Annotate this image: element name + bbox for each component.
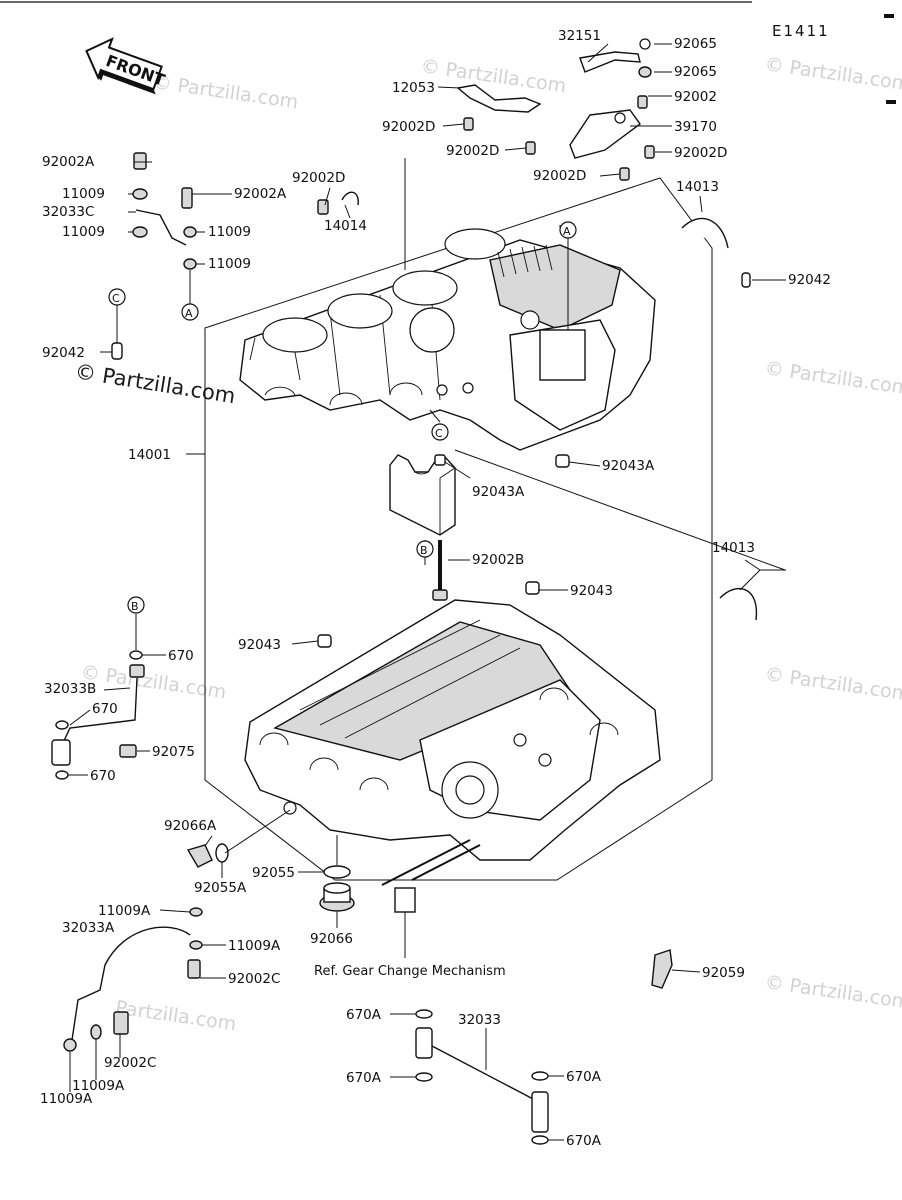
part-label: 670A [566,1069,602,1085]
part-label: 92002D [292,170,345,186]
part-label: 670A [566,1133,602,1149]
hose-14014 [317,191,359,215]
watermark: © Partzilla.com [763,357,902,399]
part-label: 670 [90,768,116,784]
part-label: 92065 [674,64,717,80]
part-label: 670 [92,701,118,717]
watermark: © Partzilla.com [763,971,902,1013]
part-label: 11009 [208,256,251,272]
part-label: 92055 [252,865,295,881]
part-label: 32033A [62,920,115,936]
svg-text:B: B [420,544,428,557]
watermark: © Partzilla.com [763,663,902,705]
leader-lines [68,43,786,1141]
part-label: 92002A [42,154,95,170]
part-label: 92002B [472,552,524,568]
svg-text:A: A [185,307,193,320]
watermark: © Partzilla.com [73,359,237,408]
part-label: 92043 [570,583,613,599]
part-label: 92043A [602,458,655,474]
gear-change-dowels [381,839,481,913]
breather-bracket-assembly [456,38,655,181]
part-label: 92002D [446,143,499,159]
part-label: 670A [346,1007,382,1023]
part-label: 14001 [128,447,171,463]
part-label: 92065 [674,36,717,52]
part-label: 39170 [674,119,717,135]
fitting-92059 [651,949,673,989]
svg-text:C: C [435,427,443,440]
oil-pipe-32033C-assembly [132,152,197,304]
part-label: 11009A [228,938,281,954]
assembly-frame [186,158,713,881]
part-label: 92002C [104,1055,156,1071]
marker-B-center: B [416,540,434,558]
part-label: 11009A [40,1091,93,1107]
part-label: 11009A [72,1078,125,1094]
dowel-92043-b [317,634,332,648]
svg-text:B: B [131,600,139,613]
part-label: 14013 [712,540,755,556]
dowel-92043-a [525,581,540,595]
svg-text:C: C [112,292,120,305]
marker-B-left: B [127,596,145,614]
pin-92042-right [741,272,751,288]
diagram-code: E1411 [772,22,830,40]
watermark: © Partzilla.com [419,55,567,97]
part-label: 92042 [788,272,831,288]
part-label: 92066 [310,931,353,947]
part-label: 92002 [674,89,717,105]
part-label: 92055A [194,880,247,896]
marker-A-top: A [559,221,577,239]
part-label: 92002D [674,145,727,161]
half-ring-upper [681,217,729,249]
part-label: 92002D [382,119,435,135]
part-label: 92002C [228,971,280,987]
part-label: 92002D [533,168,586,184]
part-label: 14014 [324,218,367,234]
dowel-92043A-a [555,454,570,468]
marker-C-left: C [108,288,126,306]
part-label: 92042 [42,345,85,361]
part-label: 92066A [164,818,217,834]
drain-plug-92066A [186,843,229,868]
pin-92042-left [111,342,123,360]
corner-mark [884,14,894,18]
reference-note: Ref. Gear Change Mechanism [314,964,506,979]
bolt-92002B [432,540,448,601]
part-labels: 32151 92065 92065 12053 92002 39170 9200… [40,28,831,1149]
part-label: 14013 [676,179,719,195]
part-label: 92002A [234,186,287,202]
part-label: 32033C [42,204,94,220]
watermark: © Partzilla.com [151,71,299,113]
upper-crankcase [239,228,656,451]
cap-92066 [319,882,355,912]
part-label: 32033 [458,1012,501,1028]
oil-pipe-32033-assembly [415,1009,549,1145]
lower-crankcase [244,599,661,861]
corner-mark [886,100,896,104]
part-label: 12053 [392,80,435,96]
part-label: 92075 [152,744,195,760]
part-label: 670A [346,1070,382,1086]
part-label: 32151 [558,28,601,44]
part-label: 92043A [472,484,525,500]
part-label: 92059 [702,965,745,981]
part-label: 32033B [44,681,96,697]
part-label: 11009 [208,224,251,240]
marker-A-left: A [181,303,199,321]
part-label: 11009 [62,186,105,202]
oring-92055 [323,865,351,879]
oil-pipe-32033B-assembly [51,650,145,780]
svg-text:A: A [563,225,571,238]
marker-C-center: C [431,423,449,441]
part-label: 92043 [238,637,281,653]
half-ring-lower [719,588,758,621]
part-label: 670 [168,648,194,664]
crank-journal-block [389,454,456,536]
watermark: © Partzilla.com [763,53,902,95]
part-label: 11009 [62,224,105,240]
part-label: 11009A [98,903,151,919]
